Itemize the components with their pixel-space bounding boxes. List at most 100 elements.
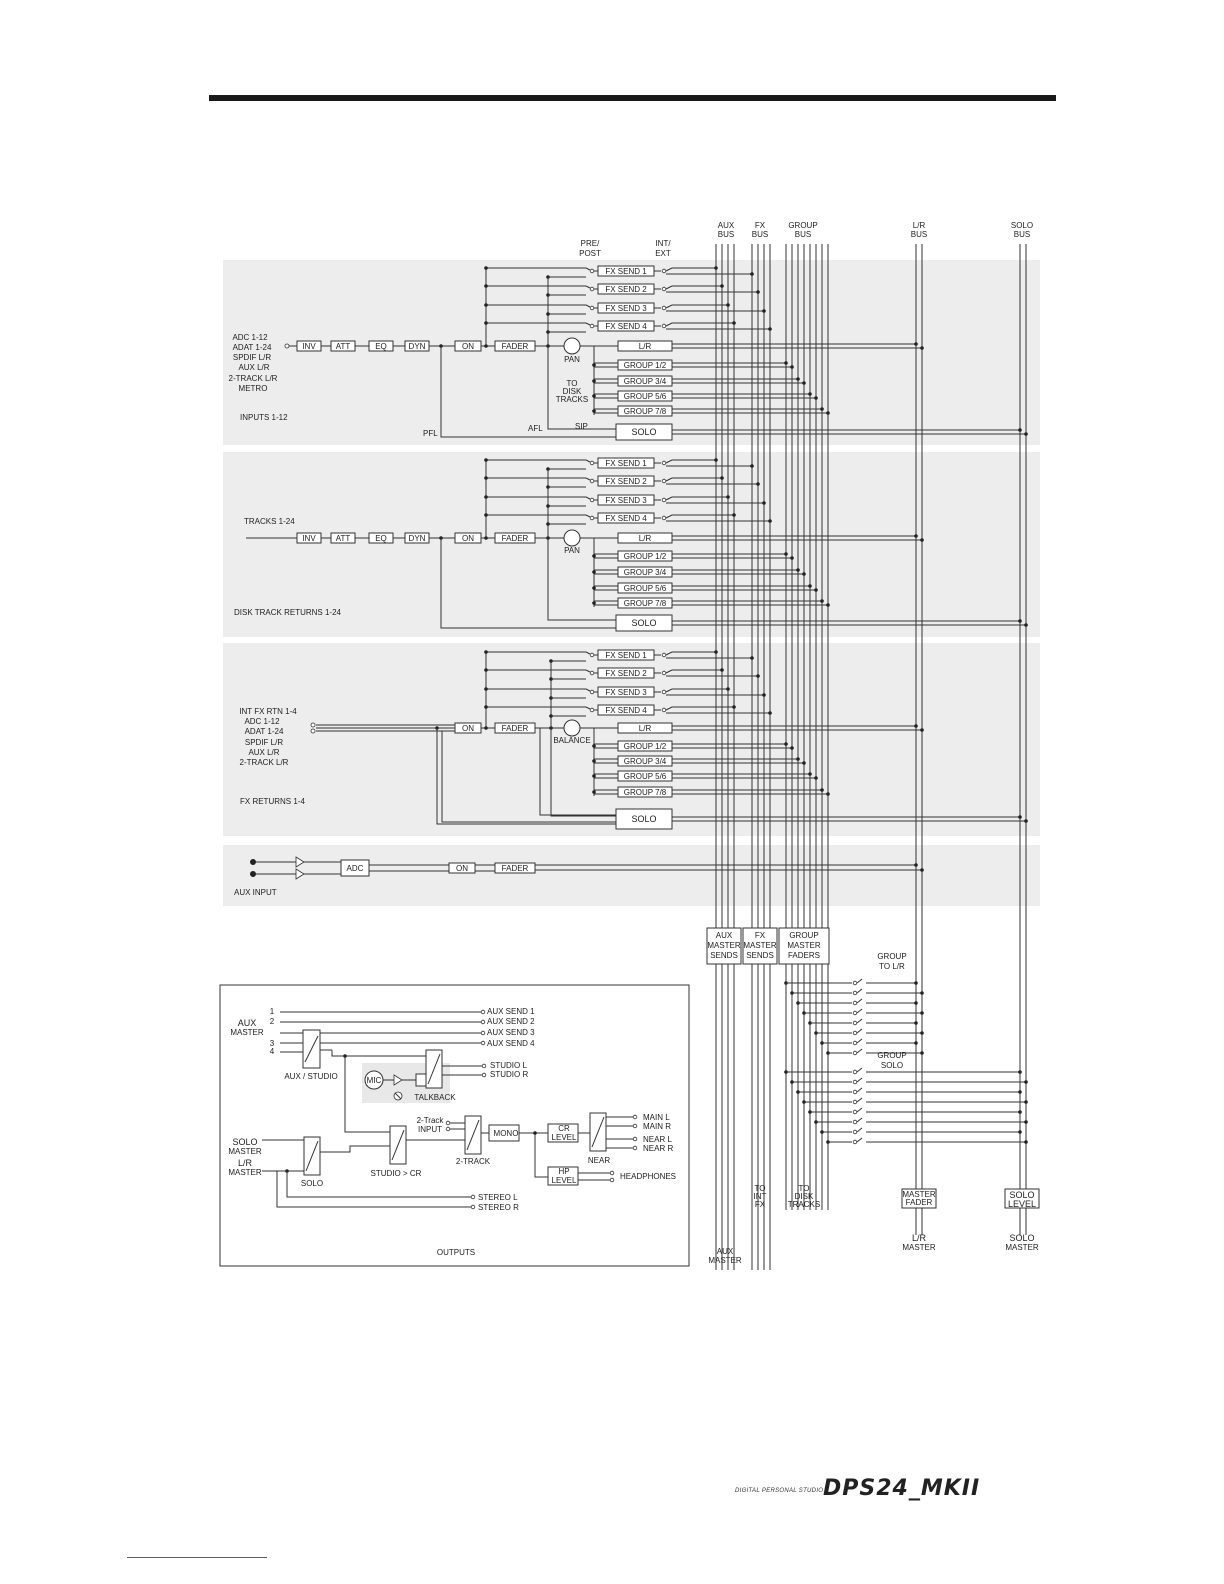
junction-dot bbox=[484, 705, 488, 709]
group-solo-label-1: GROUP bbox=[877, 1051, 906, 1060]
terminal bbox=[589, 323, 595, 329]
junction-dot bbox=[592, 586, 596, 590]
monitor-out-terminal-1 bbox=[632, 1123, 638, 1129]
fx-send-box-1-text: FX SEND 2 bbox=[605, 285, 647, 294]
selector-slash bbox=[304, 1035, 319, 1063]
master-fader-box bbox=[901, 1188, 937, 1209]
route-box-2: GROUP 3/4 bbox=[617, 375, 673, 387]
stereo-r: STEREO R bbox=[478, 1203, 519, 1212]
junction-dot bbox=[920, 1031, 924, 1035]
junction-dot bbox=[796, 377, 800, 381]
dyn-box: DYN bbox=[404, 532, 430, 544]
stereo-l: STEREO L bbox=[478, 1193, 518, 1202]
aux-num-1: 1 bbox=[270, 1007, 275, 1016]
on-box-text: ON bbox=[462, 724, 474, 733]
on-box-text: ON bbox=[462, 534, 474, 543]
dyn-box-text: DYN bbox=[409, 342, 426, 351]
channel-strips: INV ATT EQ DYN ON FADER FX SEND 1 FX SEND 2 FX S… bbox=[246, 265, 1028, 880]
on-box: ON bbox=[454, 722, 482, 734]
route-box-2-text: GROUP 3/4 bbox=[624, 757, 667, 766]
junction-dot bbox=[768, 519, 772, 523]
aux-send-4: AUX SEND 4 bbox=[487, 1039, 535, 1048]
junction-dot bbox=[750, 272, 754, 276]
group-to-lr-switch-terminal-2 bbox=[852, 1000, 858, 1006]
junction-dot bbox=[592, 394, 596, 398]
junction-dot bbox=[1018, 428, 1022, 432]
route-box-1-text: GROUP 1/2 bbox=[624, 742, 667, 751]
junction-dot bbox=[920, 991, 924, 995]
junction-dot bbox=[802, 761, 806, 765]
pfl-wire bbox=[440, 346, 616, 438]
junction-dot bbox=[720, 284, 724, 288]
fx-send-box-2-text: FX SEND 3 bbox=[605, 496, 647, 505]
mono-label: MONO bbox=[494, 1129, 519, 1138]
pre-post-switch-3 bbox=[585, 706, 591, 710]
junction-dot bbox=[1018, 1130, 1022, 1134]
talkback-label: TALKBACK bbox=[414, 1093, 456, 1102]
junction-dot bbox=[768, 711, 772, 715]
terminal bbox=[661, 286, 667, 292]
input-source-5: 2-TRACK L/R bbox=[229, 374, 278, 383]
junction-dot bbox=[714, 650, 718, 654]
fader-box-text: FADER bbox=[502, 724, 529, 733]
pfl-label: PFL bbox=[423, 429, 438, 438]
studio-cr-label: STUDIO > CR bbox=[371, 1169, 422, 1178]
header-rule bbox=[209, 95, 1056, 101]
monitor-out-terminal-2 bbox=[632, 1136, 638, 1142]
fx-send-box-0: FX SEND 1 bbox=[597, 457, 655, 469]
fx-send-box-0-text: FX SEND 1 bbox=[605, 651, 647, 660]
fx-send-box-1: FX SEND 2 bbox=[597, 475, 655, 487]
pre-post-switch-2 bbox=[585, 496, 591, 500]
pan-knob bbox=[563, 337, 581, 355]
fx-section-labels: INT FX RTN 1-4 ADC 1-12 ADAT 1-24 SPDIF … bbox=[239, 707, 590, 806]
inv-box-text: INV bbox=[302, 534, 316, 543]
aux-fader-box-text: FADER bbox=[502, 864, 529, 873]
junction-dot bbox=[802, 381, 806, 385]
junction-dot bbox=[796, 757, 800, 761]
afl-wire bbox=[547, 346, 616, 430]
to-disk-bottom-label-3: TRACKS bbox=[788, 1200, 820, 1209]
att-box: ATT bbox=[330, 532, 356, 544]
junction-dot bbox=[750, 464, 754, 468]
pre-post-label-2: POST bbox=[579, 249, 601, 258]
group-to-lr-switch-terminal-1 bbox=[852, 990, 858, 996]
att-box-text: ATT bbox=[336, 342, 351, 351]
pre-post-switch-1 bbox=[585, 669, 591, 673]
input-source-1: ADC 1-12 bbox=[232, 333, 268, 342]
int-ext-switch-2 bbox=[665, 496, 673, 501]
input-source-2: ADAT 1-24 bbox=[233, 343, 272, 352]
cr-slash bbox=[391, 1129, 405, 1161]
adc-box: ADC bbox=[340, 859, 370, 877]
fx-source-4: SPDIF L/R bbox=[245, 738, 283, 747]
junction-dot bbox=[762, 501, 766, 505]
terminal bbox=[589, 497, 595, 503]
group-switch-labels: GROUP TO L/R GROUP SOLO bbox=[877, 952, 906, 1070]
eq-box-text: EQ bbox=[375, 534, 387, 543]
eq-box-text: EQ bbox=[375, 342, 387, 351]
to-cr-wire bbox=[344, 1056, 390, 1133]
terminal bbox=[589, 670, 595, 676]
fx-send-box-2-text: FX SEND 3 bbox=[605, 304, 647, 313]
aux-num-2: 2 bbox=[270, 1017, 275, 1026]
pre-post-switch-1 bbox=[585, 285, 591, 289]
input-terminal bbox=[284, 343, 290, 349]
route-box-0-text: L/R bbox=[639, 342, 652, 351]
aux-master-bottom-label-1: AUX bbox=[717, 1247, 734, 1256]
out-aux-master-label-2: MASTER bbox=[230, 1028, 264, 1037]
hp-level-box-frame bbox=[547, 1166, 579, 1186]
two-track-in-l bbox=[445, 1120, 451, 1126]
group-solo-switch-6 bbox=[856, 1127, 863, 1133]
pan-label-inputs: PAN bbox=[564, 355, 580, 364]
adc-box-frame bbox=[340, 859, 370, 877]
int-ext-switch-3 bbox=[665, 706, 673, 711]
fx-send-box-2: FX SEND 3 bbox=[597, 686, 655, 698]
terminal bbox=[661, 323, 667, 329]
group-solo-switch-1 bbox=[856, 1077, 863, 1083]
route-box-0-text: L/R bbox=[639, 724, 652, 733]
group-solo-switch-terminal-6 bbox=[852, 1129, 858, 1135]
monitor-out-terminal-3 bbox=[632, 1145, 638, 1151]
solo-box-text: SOLO bbox=[631, 427, 656, 437]
junction-dot bbox=[826, 411, 830, 415]
group-master-faders-label-2: MASTER bbox=[787, 941, 821, 950]
